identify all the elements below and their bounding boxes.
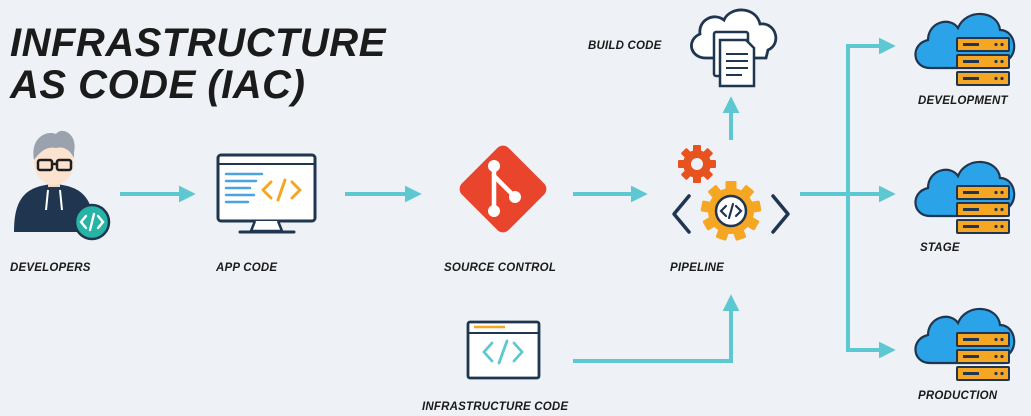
arrow-to-development — [846, 37, 896, 194]
label-pipeline: PIPELINE — [670, 262, 725, 274]
gears-icon — [672, 145, 790, 241]
git-icon — [459, 145, 547, 233]
monitor-code-icon — [216, 153, 317, 234]
label-stage: STAGE — [920, 242, 960, 254]
arrow-infra-to-pipeline — [573, 294, 740, 363]
arrow-to-production — [846, 194, 896, 359]
label-production: PRODUCTION — [918, 390, 998, 402]
cloud-server-icon-production — [914, 307, 1016, 381]
title-line-1: INFRASTRUCTURE — [10, 21, 386, 65]
developer-icon — [14, 130, 111, 241]
label-app-code: APP CODE — [216, 262, 278, 274]
title-line-2: AS CODE (IAC) — [10, 63, 306, 107]
label-developers: DEVELOPERS — [10, 262, 91, 274]
diagram-title: INFRASTRUCTURE AS CODE (IAC) — [10, 22, 386, 106]
cloud-document-icon — [690, 8, 778, 88]
label-source-control: SOURCE CONTROL — [444, 262, 557, 274]
label-build-code: BUILD CODE — [588, 40, 662, 52]
cloud-server-icon-development — [914, 12, 1016, 86]
cloud-server-icon-stage — [914, 160, 1016, 234]
code-window-icon — [466, 320, 541, 380]
flow-arrows — [120, 37, 896, 363]
label-development: DEVELOPMENT — [918, 95, 1008, 107]
label-infrastructure-code: INFRASTRUCTURE CODE — [422, 401, 569, 413]
